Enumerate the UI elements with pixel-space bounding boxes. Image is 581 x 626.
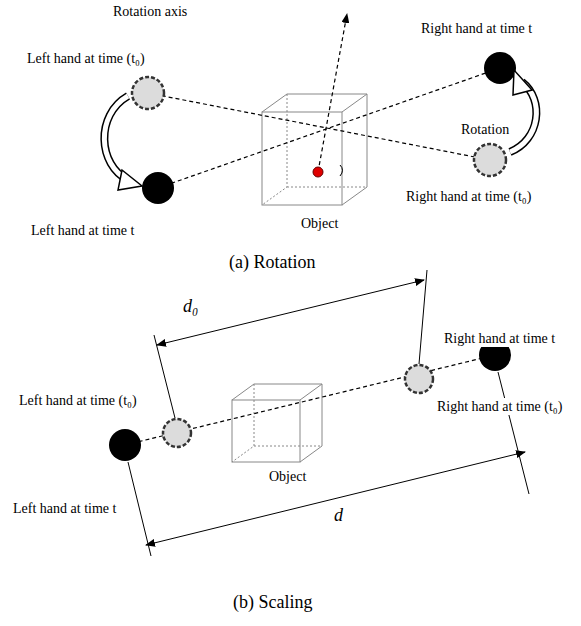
hand-t: [484, 52, 516, 84]
hand-line: [158, 68, 500, 188]
dimension-d0: [154, 270, 427, 418]
hand-line: [148, 93, 490, 160]
hand-label: Left hand at time t: [30, 222, 135, 239]
hand-t: [109, 429, 141, 461]
hand-t0: [405, 365, 433, 393]
hand-t0: [132, 77, 164, 109]
object-cube: [232, 384, 322, 462]
rotation-arrow: [510, 70, 536, 152]
rotation-arrow: [104, 96, 142, 190]
hand-t0: [163, 419, 191, 447]
hand-label: Left hand at time (t₀): [18, 392, 138, 409]
hand-label: Right hand at time t: [420, 20, 533, 37]
hand-label: Left hand at time t: [12, 500, 117, 517]
hand-t: [142, 172, 174, 204]
hand-label: Left hand at time (t₀): [26, 50, 146, 67]
rotation-center: [313, 167, 323, 177]
hand-label: Right hand at time (t₀): [405, 188, 532, 205]
axis-label: Rotation axis: [112, 3, 188, 20]
hand-label: Right hand at time t: [443, 330, 556, 347]
hand-label: Right hand at time (t₀): [436, 398, 563, 415]
dimension-label: d₀: [182, 296, 199, 317]
subfigure-caption: (b) Scaling: [232, 592, 313, 613]
subfigure-caption: (a) Rotation: [228, 252, 316, 273]
angle-arc: [340, 165, 343, 176]
motion-label: Rotation: [460, 121, 510, 138]
hand-t0: [474, 144, 506, 176]
object-label: Object: [300, 215, 339, 232]
dimension-label: d: [333, 505, 344, 526]
rotation-axis: [318, 14, 347, 172]
object-cube: [262, 94, 367, 205]
object-label: Object: [268, 468, 307, 485]
